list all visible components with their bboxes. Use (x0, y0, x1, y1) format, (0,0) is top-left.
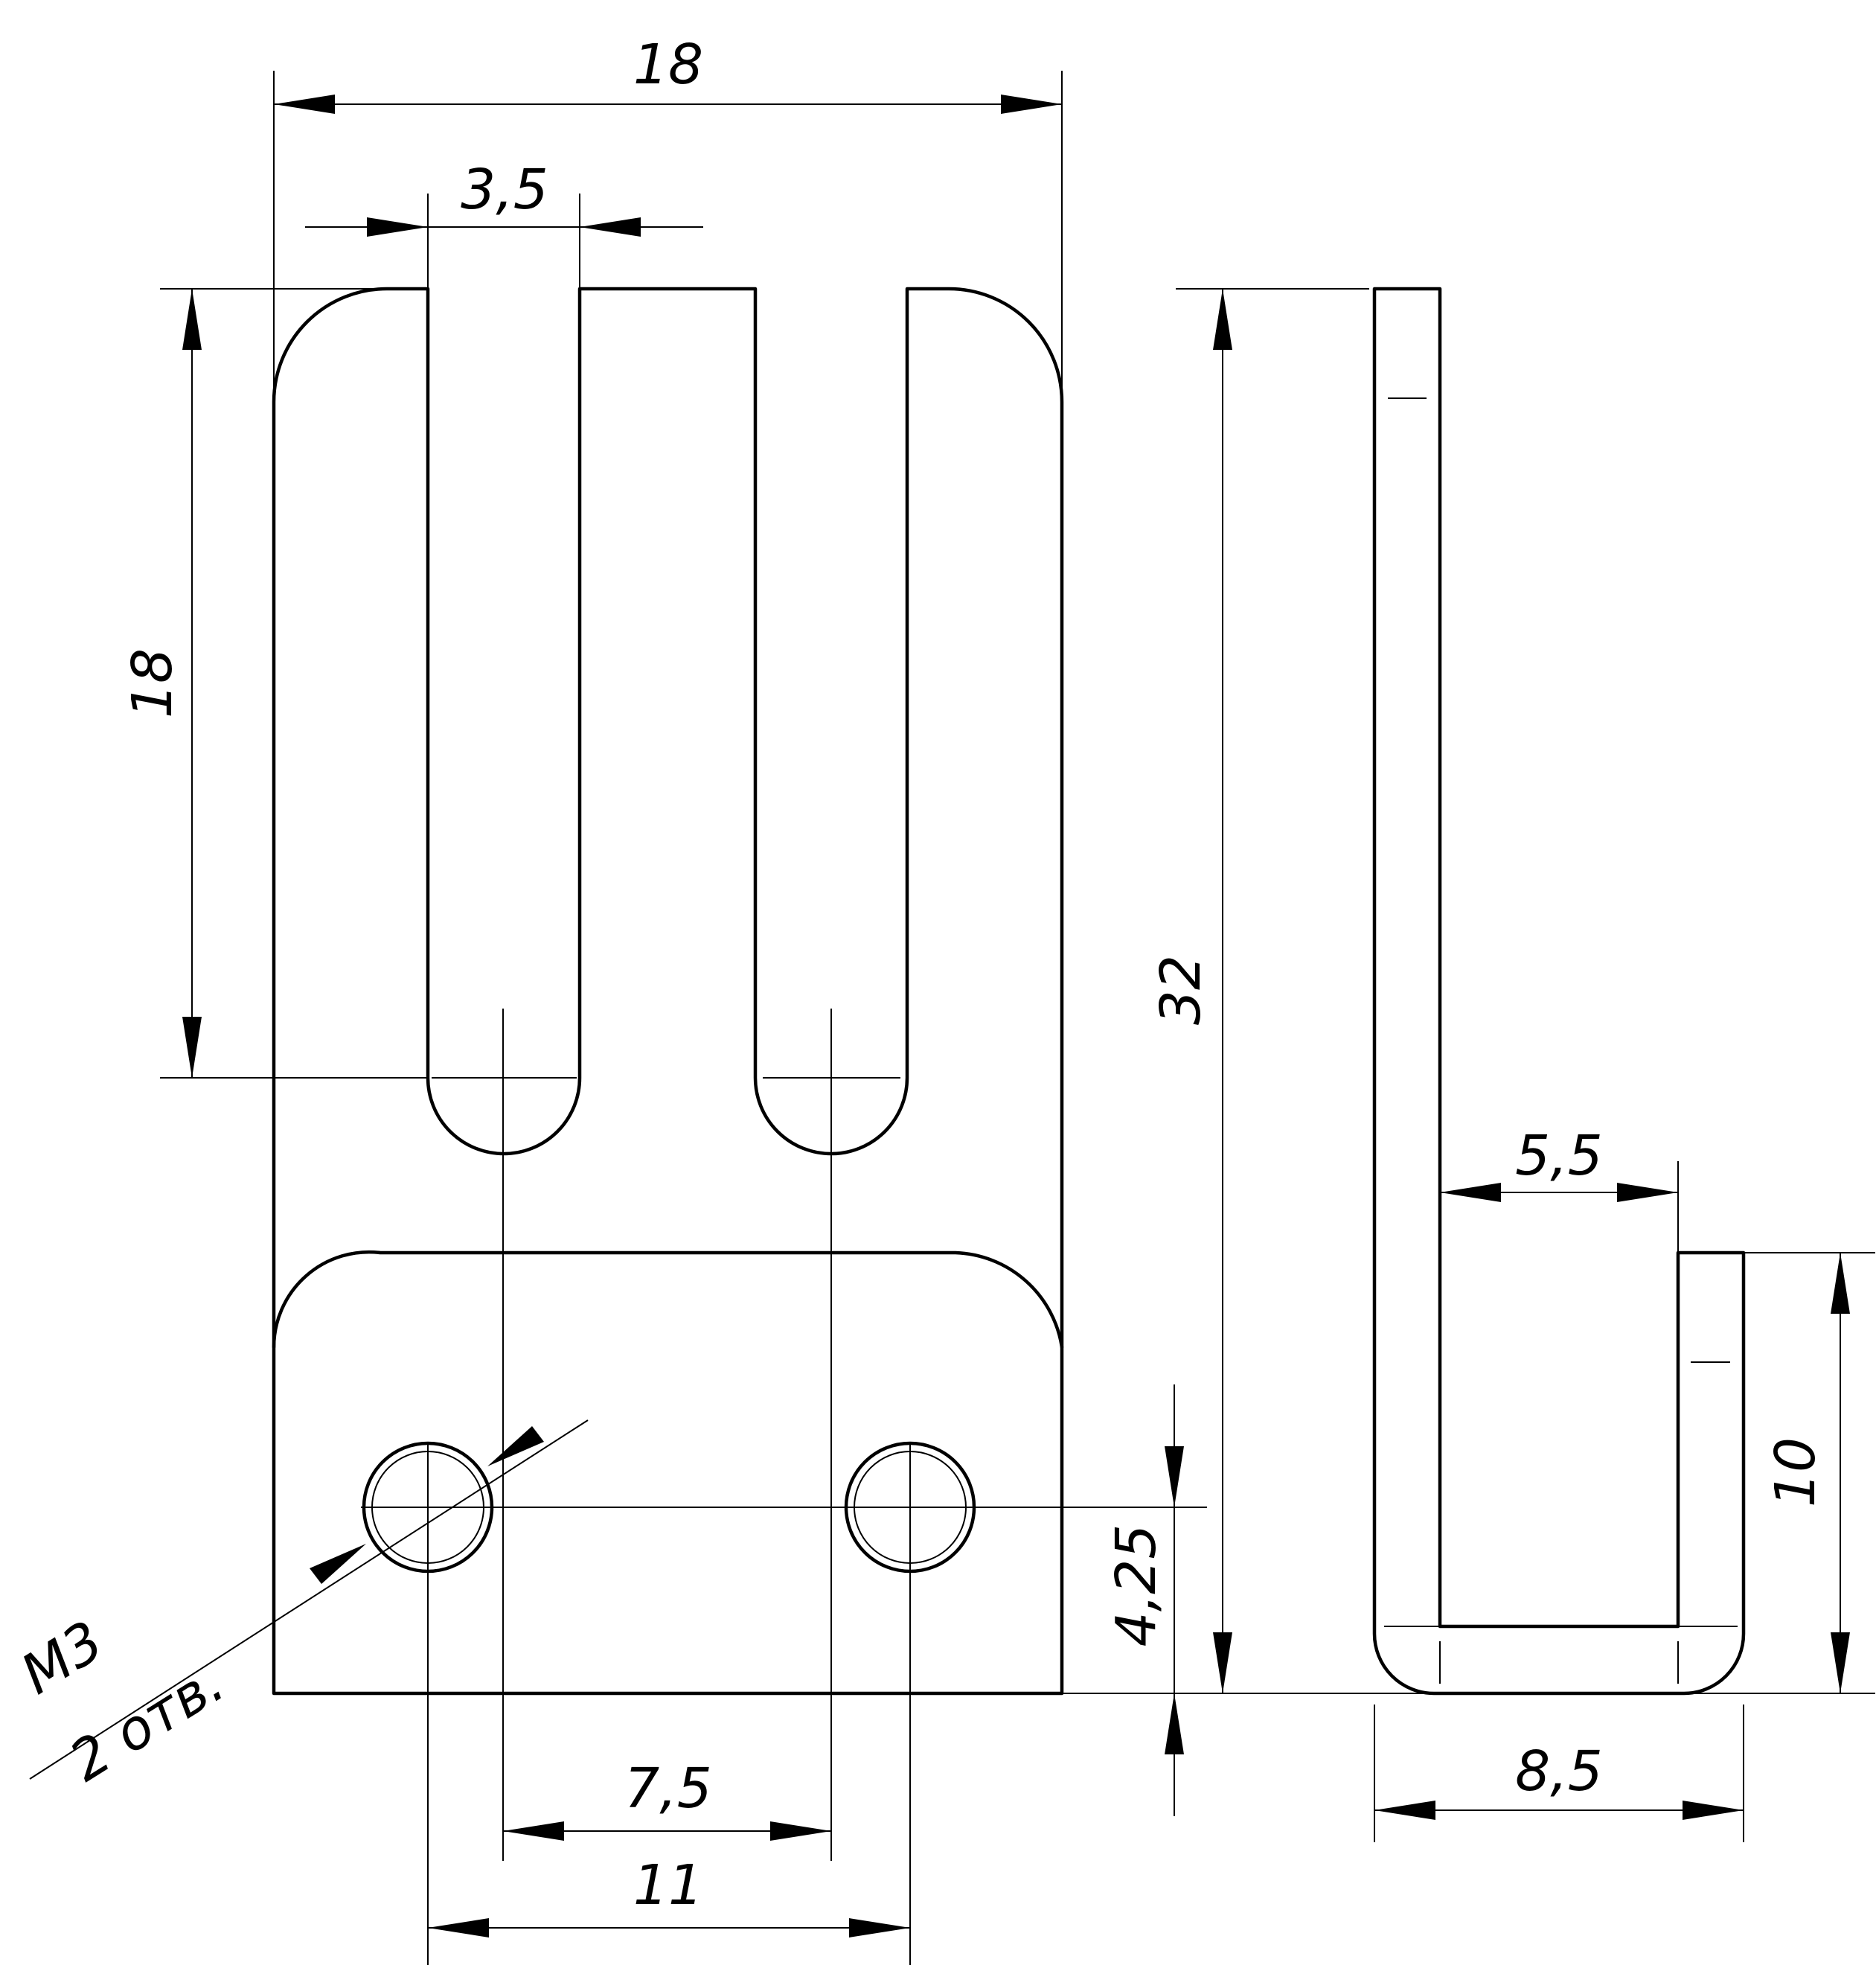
thread-label: M3 (10, 1609, 115, 1708)
dim-slot-spacing: 7,5 (503, 1757, 831, 1841)
dim-side-width: 8,5 (1374, 1740, 1744, 1820)
dim-hole-offset: 4,25 (1104, 1384, 1184, 1816)
dim-overall-width: 18 (274, 33, 1062, 114)
dim-hole-offset-label: 4,25 (1104, 1524, 1168, 1647)
bend-line (272, 1250, 1064, 1349)
dim-bend-height: 10 (1764, 1253, 1850, 1693)
dim-overall-height: 32 (1149, 289, 1232, 1693)
dim-overall-height-label: 32 (1149, 955, 1213, 1025)
front-view (272, 287, 1064, 1696)
dim-bend-inner-width-label: 5,5 (1515, 1124, 1603, 1188)
thread-callout: M3 2 отв. (10, 1419, 589, 1794)
dim-hole-spacing: 11 (428, 1853, 910, 1938)
dim-slot-depth: 18 (121, 289, 202, 1078)
side-extension-lines (1374, 1161, 1875, 1842)
dim-hole-spacing-label: 11 (633, 1853, 703, 1917)
dim-side-width-label: 8,5 (1515, 1740, 1603, 1804)
dim-bend-inner-width: 5,5 (1440, 1124, 1678, 1202)
dim-bend-height-label: 10 (1764, 1437, 1828, 1507)
front-extension-lines (160, 71, 1875, 1965)
side-view-outline (1372, 287, 1746, 1696)
dim-slot-width: 3,5 (305, 158, 703, 237)
dim-slot-spacing-label: 7,5 (624, 1757, 712, 1821)
front-view-outline (272, 287, 1064, 1696)
side-view (1372, 287, 1746, 1696)
dim-overall-width-label: 18 (633, 33, 703, 97)
dim-slot-depth-label: 18 (121, 648, 185, 718)
dim-slot-width-label: 3,5 (461, 158, 548, 222)
